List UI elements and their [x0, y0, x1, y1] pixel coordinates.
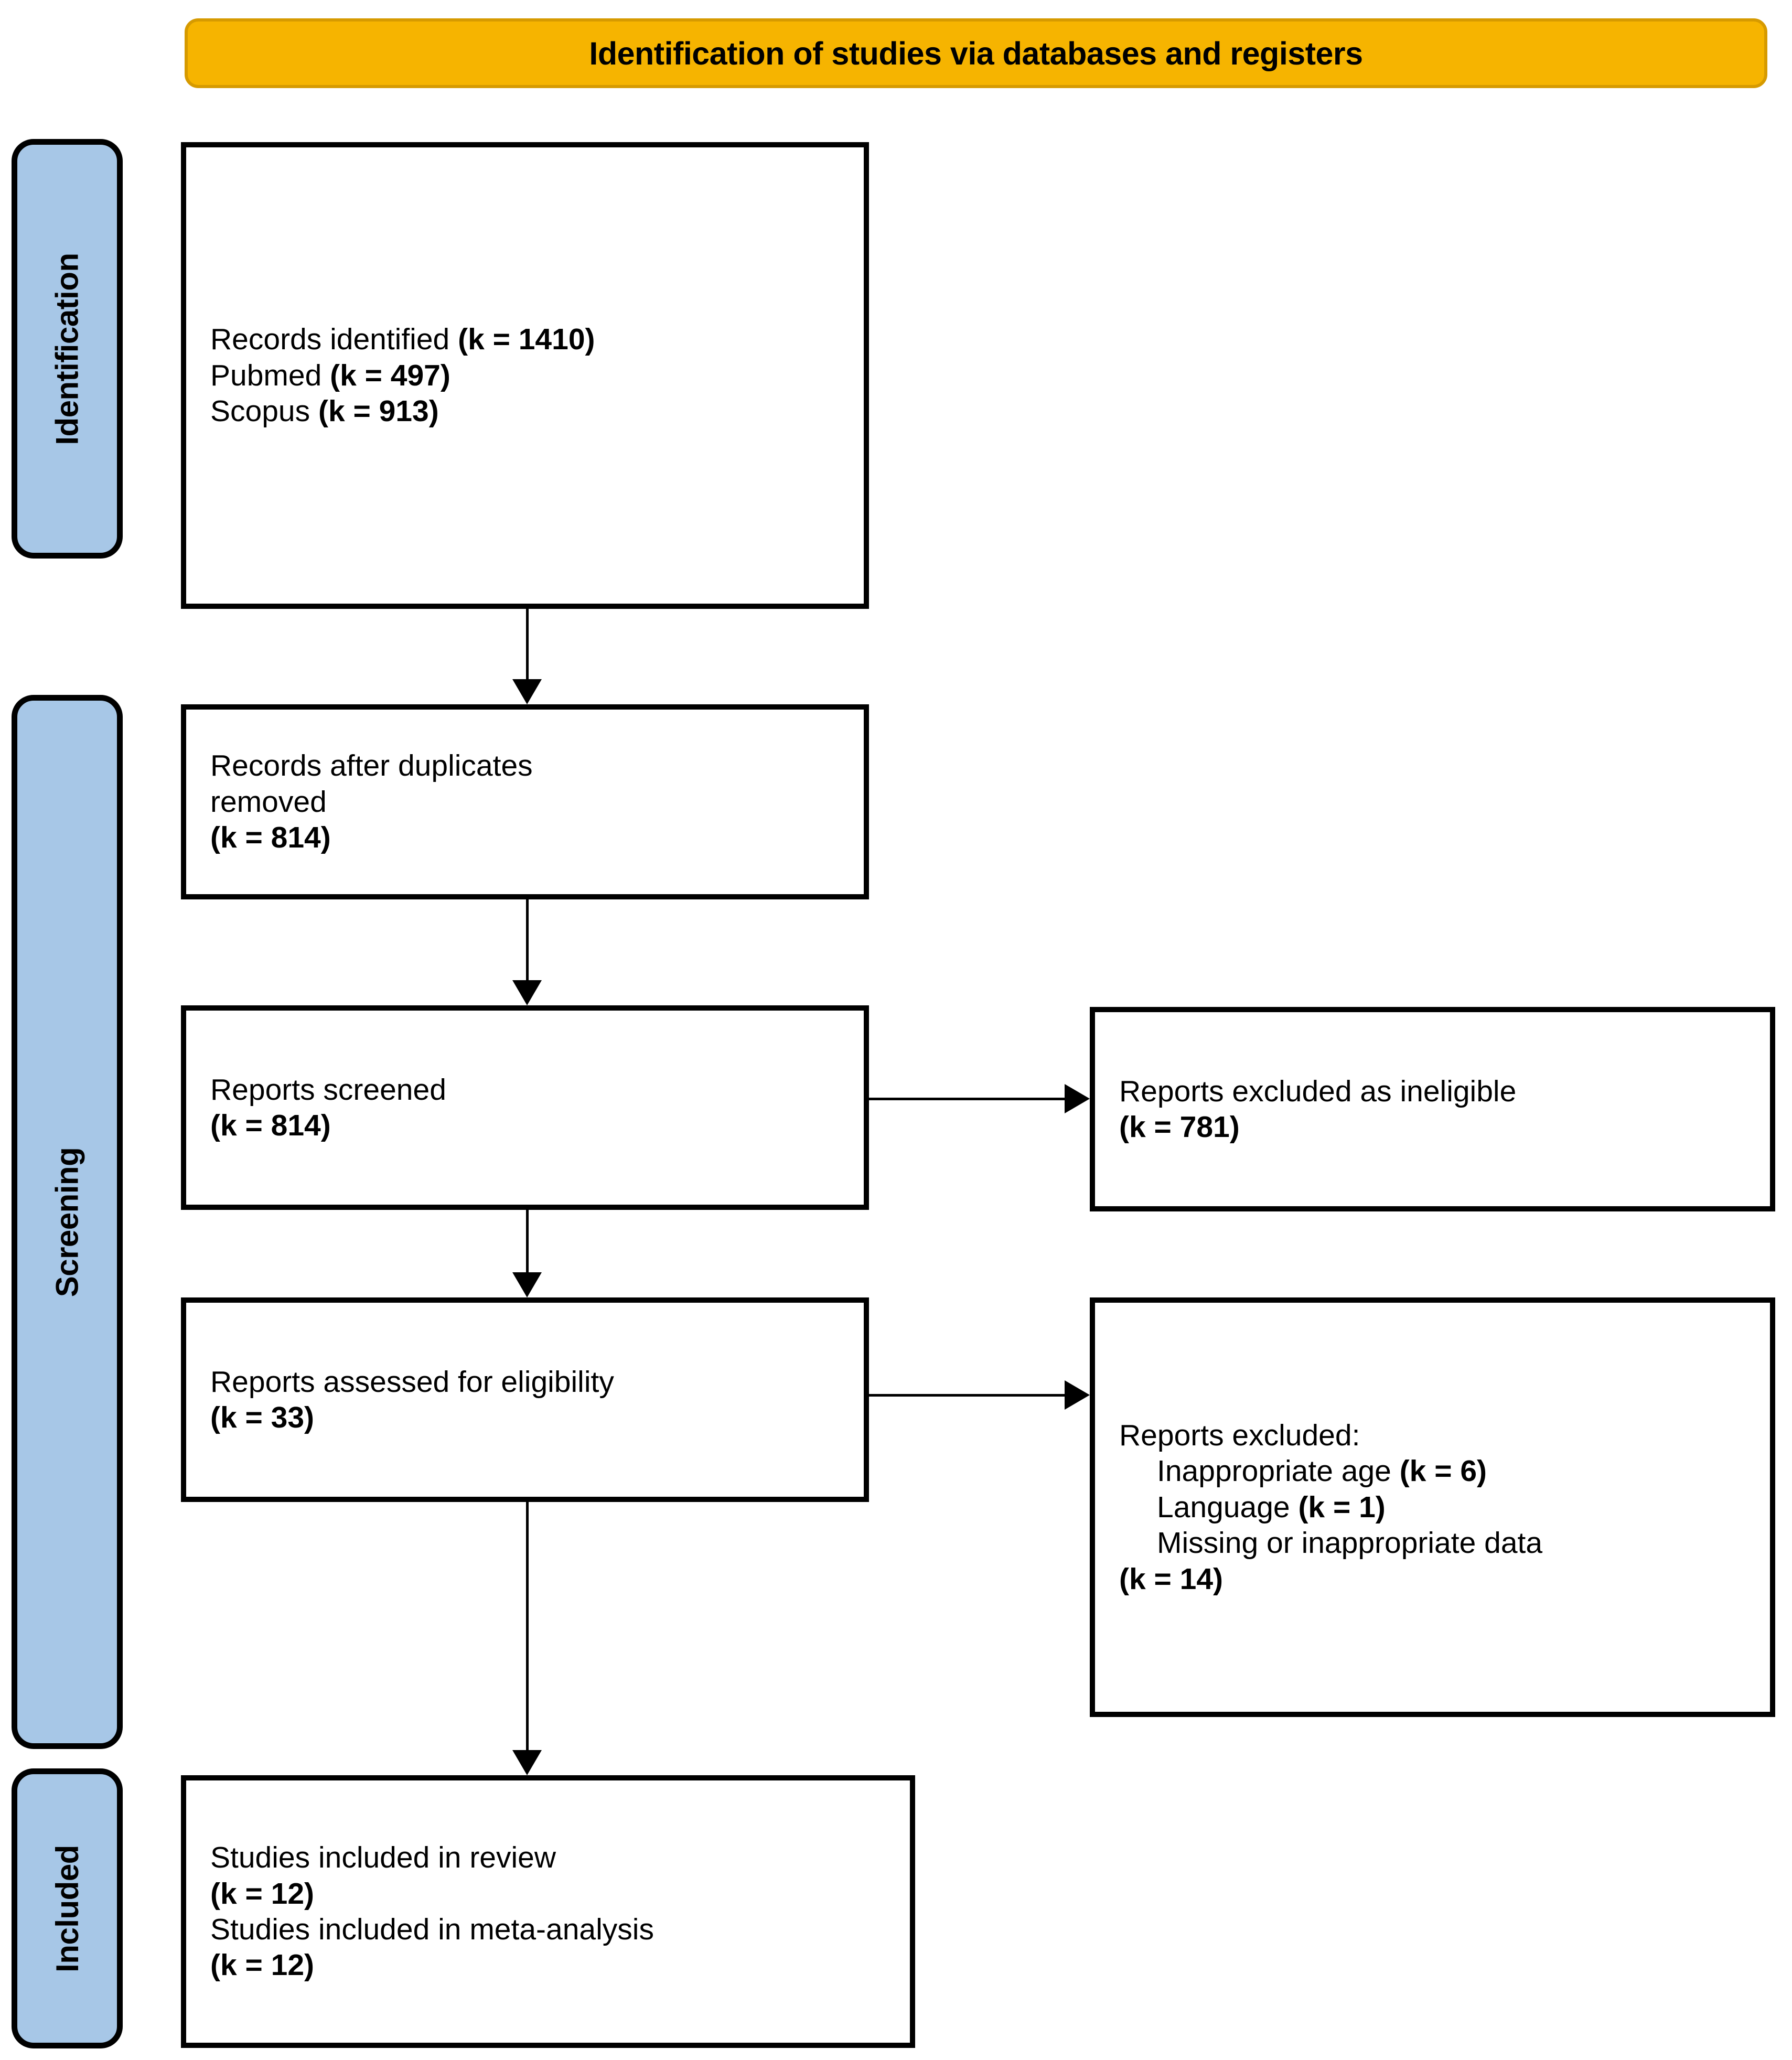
- box-reports-excluded-as-ineligible: Reports excluded as ineligible (k = 781): [1090, 1007, 1775, 1211]
- box-eligibility-line-1: Reports assessed for eligibility: [210, 1365, 614, 1399]
- box-excluded-reasons-line-3: Language (k = 1): [1095, 1489, 1770, 1525]
- arrow-head-down-icon: [512, 679, 542, 704]
- arrow-head-down-icon: [512, 1272, 542, 1297]
- diagram-header-banner: Identification of studies via databases …: [185, 18, 1767, 88]
- arrow-shaft: [526, 1210, 529, 1272]
- box-included-meta-count: (k = 12): [210, 1948, 315, 1982]
- arrow-shaft: [869, 1394, 1065, 1397]
- reason-inappropriate-age-label: Inappropriate age: [1157, 1454, 1400, 1488]
- arrow-eligibility-to-included: [496, 1502, 559, 1775]
- arrow-shaft: [869, 1098, 1065, 1100]
- box-records-identified-line-1: Records identified (k = 1410): [186, 321, 864, 357]
- arrow-shaft: [526, 899, 529, 980]
- box-excluded-reasons-line-1: Reports excluded:: [1119, 1419, 1360, 1453]
- box-excluded-screening-line-1: Reports excluded as ineligible: [1119, 1074, 1517, 1108]
- box-records-identified: Records identified (k = 1410) Pubmed (k …: [181, 142, 869, 609]
- box-reports-assessed-for-eligibility: Reports assessed for eligibility (k = 33…: [181, 1297, 869, 1502]
- stage-label-screening: Screening: [12, 695, 123, 1749]
- pubmed-label: Pubmed: [210, 358, 330, 392]
- pubmed-count: (k = 497): [330, 358, 450, 392]
- box-duplicates-line-2: removed: [210, 785, 327, 819]
- arrow-screened-to-eligibility: [496, 1210, 559, 1297]
- arrow-shaft: [526, 609, 529, 679]
- arrow-identified-to-duplicates: [496, 609, 559, 704]
- box-excluded-reasons-line-2: Inappropriate age (k = 6): [1095, 1453, 1770, 1489]
- box-excluded-reasons-line-5: (k = 14): [1119, 1562, 1224, 1596]
- scopus-count: (k = 913): [318, 394, 439, 428]
- stage-label-included: Included: [12, 1768, 123, 2048]
- box-included-review-count: (k = 12): [210, 1876, 315, 1911]
- box-reports-screened: Reports screened (k = 814): [181, 1005, 869, 1210]
- reason-inappropriate-age-count: (k = 6): [1399, 1454, 1487, 1488]
- box-included-line-3: Studies included in meta-analysis: [210, 1913, 654, 1946]
- box-duplicates-line-1: Records after duplicates: [210, 749, 533, 783]
- box-records-identified-line-3: Scopus (k = 913): [186, 393, 864, 429]
- box-eligibility-count: (k = 33): [210, 1401, 315, 1434]
- stage-label-screening-text: Screening: [49, 1147, 85, 1297]
- arrow-head-down-icon: [512, 1750, 542, 1775]
- box-records-identified-line-2: Pubmed (k = 497): [186, 358, 864, 393]
- arrow-head-right-icon: [1065, 1380, 1090, 1410]
- box-reports-excluded-reasons: Reports excluded: Inappropriate age (k =…: [1090, 1297, 1775, 1717]
- stage-label-identification-text: Identification: [49, 252, 85, 445]
- box-excluded-screening-count: (k = 781): [1119, 1110, 1240, 1144]
- box-included-line-1: Studies included in review: [210, 1841, 556, 1875]
- arrow-head-down-icon: [512, 980, 542, 1005]
- box-screened-line-1: Reports screened: [210, 1072, 446, 1107]
- reason-language-label: Language: [1157, 1490, 1299, 1524]
- stage-label-included-text: Included: [49, 1844, 85, 1972]
- arrow-screened-to-excluded-ineligible: [869, 1078, 1090, 1120]
- arrow-shaft: [526, 1502, 529, 1750]
- arrow-eligibility-to-excluded-reasons: [869, 1374, 1090, 1416]
- records-identified-label: Records identified: [210, 323, 458, 357]
- diagram-title: Identification of studies via databases …: [589, 35, 1363, 71]
- scopus-label: Scopus: [210, 394, 318, 428]
- stage-label-identification: Identification: [12, 139, 123, 559]
- arrow-head-right-icon: [1065, 1084, 1090, 1113]
- box-records-after-duplicates-removed: Records after duplicates removed (k = 81…: [181, 704, 869, 899]
- reason-language-count: (k = 1): [1298, 1490, 1386, 1524]
- arrow-duplicates-to-screened: [496, 899, 559, 1005]
- records-identified-count: (k = 1410): [458, 323, 595, 357]
- box-screened-count: (k = 814): [210, 1109, 331, 1142]
- box-duplicates-count: (k = 814): [210, 821, 331, 855]
- box-studies-included: Studies included in review (k = 12) Stud…: [181, 1775, 915, 2048]
- box-excluded-reasons-line-4: Missing or inappropriate data: [1157, 1526, 1543, 1560]
